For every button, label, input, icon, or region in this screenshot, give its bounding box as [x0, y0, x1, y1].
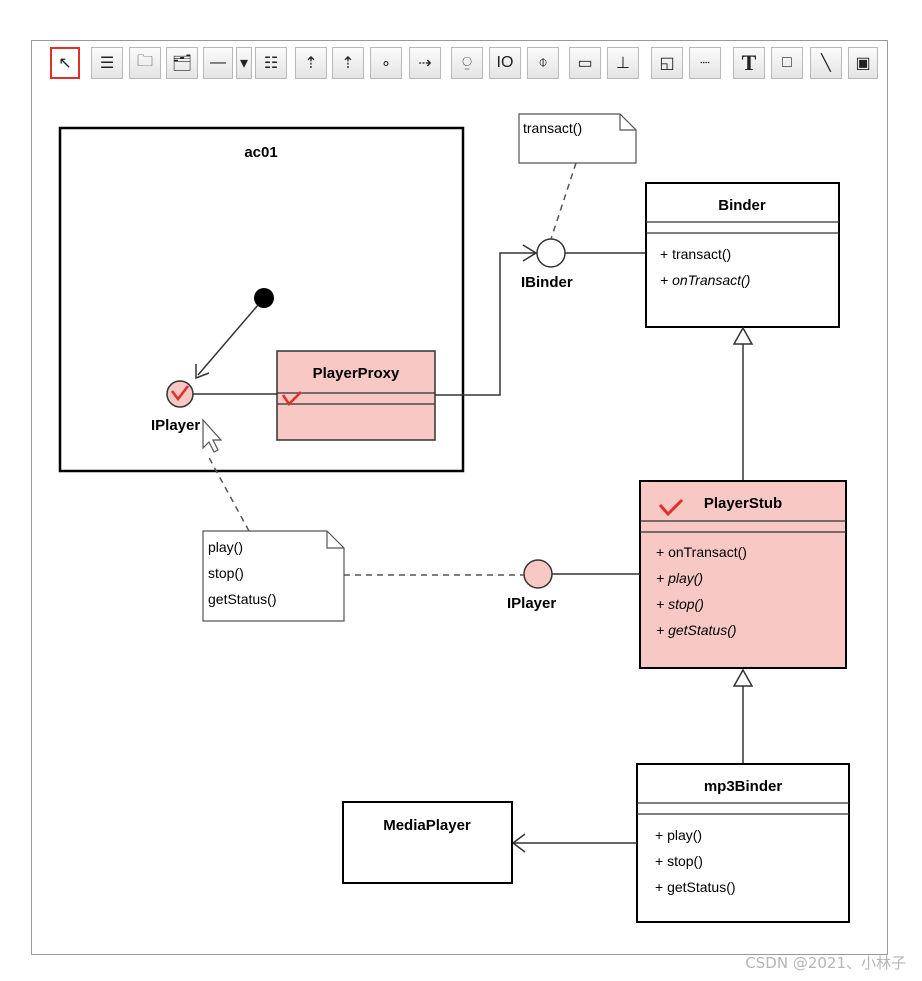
mp3binder-class-box[interactable]	[636, 763, 850, 923]
transact-note-anchor	[550, 162, 577, 240]
playerstub-class-box[interactable]	[639, 480, 847, 669]
mediaplayer-class-name: MediaPlayer	[383, 817, 471, 834]
transact-note-line-0: transact()	[523, 120, 582, 136]
provided-interface-icon[interactable]: ⌽	[527, 47, 559, 79]
playerstub-class-name: PlayerStub	[704, 495, 782, 512]
image-icon[interactable]: ▣	[848, 47, 878, 79]
select-arrow-icon[interactable]: ↖	[50, 47, 80, 79]
player-note-line-2: getStatus()	[208, 591, 276, 607]
iplayer-left-label: IPlayer	[151, 417, 200, 434]
player-note-line-1: stop()	[208, 565, 244, 581]
player-note-line-0: play()	[208, 539, 243, 555]
box-icon[interactable]: □	[771, 47, 803, 79]
component-title: ac01	[244, 144, 277, 161]
rectangle-fill-icon[interactable]: ▭	[569, 47, 601, 79]
ibinder-lollipop[interactable]	[536, 238, 566, 268]
proxy-to-ibinder-line	[435, 252, 536, 396]
toolbar: ↖☰🗀🗂—▾☷⇡⇡∘⇢⍜IO⌽▭⊥◱┈T□╲▣	[45, 45, 885, 81]
interface-class-icon[interactable]: ☷	[255, 47, 287, 79]
mediaplayer-class-box[interactable]	[342, 801, 513, 884]
check-mark-icon	[281, 391, 302, 406]
ibinder-label: IBinder	[521, 274, 573, 291]
dropdown-icon[interactable]: ▾	[236, 47, 252, 79]
dependency-icon[interactable]: ⇢	[409, 47, 441, 79]
mp3binder-method-0: + play()	[655, 827, 702, 843]
playerstub-method-3: + getStatus()	[656, 622, 737, 638]
note-fold	[326, 531, 344, 549]
initial-node[interactable]	[254, 288, 274, 308]
player-note-to-left-iplayer	[206, 453, 250, 532]
watermark-text: CSDN @2021、小林子	[745, 954, 906, 972]
association-icon[interactable]: —	[203, 47, 233, 79]
binder-class-name: Binder	[718, 197, 766, 214]
mp3binder-method-2: + getStatus()	[655, 879, 736, 895]
playerproxy-class-box[interactable]	[276, 350, 436, 441]
note-icon[interactable]: ◱	[651, 47, 683, 79]
check-mark-icon	[171, 385, 189, 402]
playerstub-method-0: + onTransact()	[656, 544, 747, 560]
required-interface-icon[interactable]: IO	[489, 47, 521, 79]
generalization-icon[interactable]: ⇡	[295, 47, 327, 79]
binder-method-0: + transact()	[660, 246, 731, 262]
anchor-icon[interactable]: ⊥	[607, 47, 639, 79]
mp3binder-method-1: + stop()	[655, 853, 703, 869]
initial-arrowhead	[195, 364, 210, 380]
iplayer-right-label: IPlayer	[507, 595, 556, 612]
mp3binder-class-name: mp3Binder	[704, 778, 783, 795]
binder-class-box[interactable]	[645, 182, 840, 328]
iplayer-left-lollipop[interactable]	[166, 380, 194, 408]
playerproxy-class-name: PlayerProxy	[313, 365, 400, 382]
subsystem-icon[interactable]: 🗂	[166, 47, 198, 79]
check-mark-icon	[658, 498, 684, 517]
playerstub-method-2: + stop()	[656, 596, 704, 612]
mouse-cursor-icon	[202, 418, 223, 453]
class-icon[interactable]: ☰	[91, 47, 123, 79]
generalization-arrowhead	[732, 668, 754, 687]
proxy-to-ibinder-arrowhead	[522, 244, 538, 262]
point-icon[interactable]: ∘	[370, 47, 402, 79]
line-icon[interactable]: ╲	[810, 47, 842, 79]
binder-method-1: + onTransact()	[660, 272, 750, 288]
generalization-arrowhead	[732, 326, 754, 345]
dash-line-icon[interactable]: ┈	[689, 47, 721, 79]
playerstub-method-1: + play()	[656, 570, 703, 586]
realization-icon[interactable]: ⇡	[332, 47, 364, 79]
text-icon[interactable]: T	[733, 47, 765, 79]
iplayer-right-lollipop[interactable]	[523, 559, 553, 589]
player-methods-note[interactable]	[202, 530, 345, 622]
note-fold	[619, 114, 636, 131]
package-icon[interactable]: 🗀	[129, 47, 161, 79]
interface-lollipop-icon[interactable]: ⍜	[451, 47, 483, 79]
initial-arrow-line	[197, 304, 259, 376]
transact-note[interactable]	[518, 113, 637, 164]
